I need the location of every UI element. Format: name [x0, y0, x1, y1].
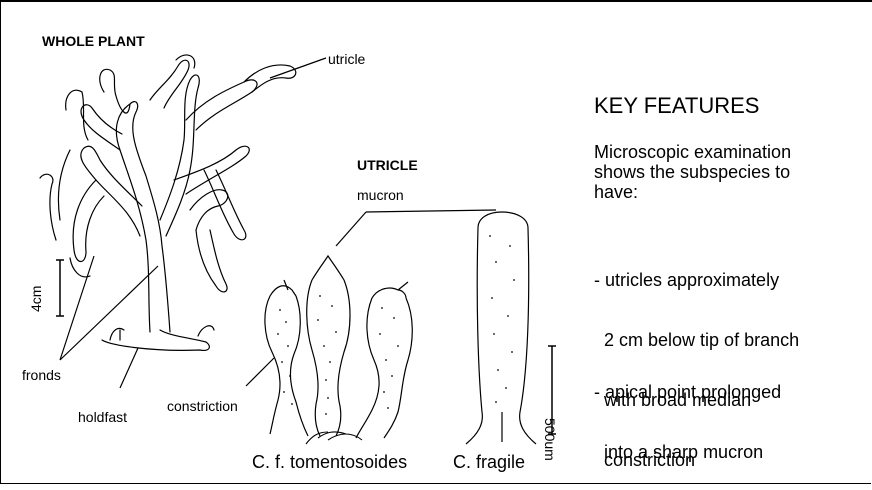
caption-tomentosoides: C. f. tomentosoides [252, 452, 407, 473]
key-features-title: KEY FEATURES [594, 93, 759, 118]
intro-line: have: [594, 182, 791, 202]
point2-line: into a sharp mucron [594, 442, 781, 462]
caption-fragile: C. fragile [453, 452, 525, 473]
fronds-label: fronds [22, 367, 61, 383]
point1-line: - utricles approximately [594, 270, 799, 290]
utricle-heading: UTRICLE [357, 157, 418, 173]
utricle-tomentosoides-1 [265, 280, 308, 436]
utricle-stalks [306, 432, 362, 444]
utricle-label: utricle [328, 51, 365, 67]
intro-line: Microscopic examination [594, 142, 791, 162]
point2-line: - apical point prolonged [594, 382, 781, 402]
whole-plant-scale-label: 4cm [28, 286, 44, 312]
whole-plant-heading: WHOLE PLANT [42, 33, 145, 49]
holdfast-label: holdfast [78, 409, 127, 425]
mucron-label: mucron [357, 187, 404, 203]
key-feature-point-2: - apical point prolonged into a sharp mu… [594, 342, 781, 482]
whole-plant-drawing [40, 55, 296, 350]
holdfast-base [102, 330, 209, 350]
key-features-intro: Microscopic examination shows the subspe… [594, 142, 791, 202]
intro-line: shows the subspecies to [594, 162, 791, 182]
utricle-stipple [277, 235, 515, 415]
utricle-scale-label: 500um [542, 418, 558, 461]
utricle-fragile [466, 212, 536, 444]
whole-plant-scale-bar [56, 260, 64, 316]
whole-plant-leader-lines [60, 58, 326, 388]
utricle-tomentosoides-3 [356, 282, 412, 438]
utricle-tomentosoides-2 [307, 256, 350, 436]
constriction-label: constriction [167, 398, 238, 414]
utricle-leader-lines [246, 210, 496, 386]
